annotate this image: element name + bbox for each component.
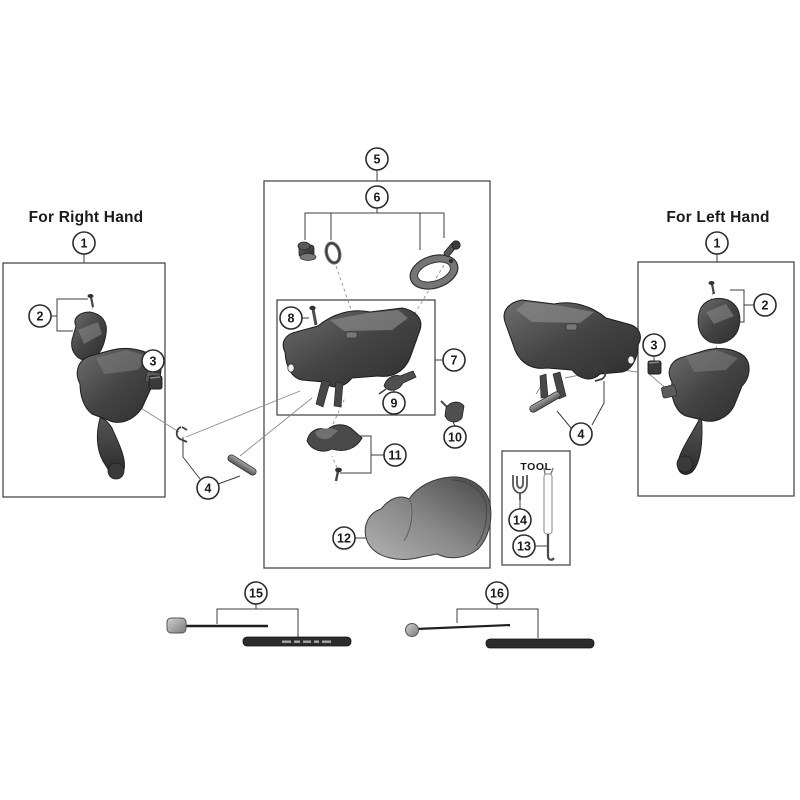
snap-clip-icon [175,426,188,443]
clamp-screw-icon [443,240,461,257]
callout-7: 7 [442,348,466,372]
shifter-cover-icon [71,311,107,361]
pivot-axle-pin-icon [529,391,561,413]
fork-tool-icon [512,475,528,500]
callout-left-3: 3 [642,333,666,357]
shift-lever-icon [440,400,465,423]
shift-outer-casing [485,638,595,649]
svg-text:4: 4 [205,482,212,496]
callout-right-3: 3 [141,349,165,373]
brake-lever-blade-icon [96,417,125,480]
shift-inner-cable [415,623,511,631]
brake-cable-set [166,617,352,647]
cable-hook-cover-icon [148,375,163,390]
snap-clip-icon [594,366,607,382]
screw-icon [708,281,716,295]
svg-text:2: 2 [762,299,769,313]
mid-bracket-body-icon [503,299,641,400]
callout-5: 5 [365,147,389,171]
svg-text:16: 16 [490,587,504,601]
right-hand-lever-assembly [71,294,162,480]
left-hand-group-box [637,261,795,497]
main-bracket-assembly [282,305,422,408]
clamp-band-icon [409,254,459,290]
o-ring-icon [324,241,342,265]
shifter-cover-icon [697,297,741,344]
rubber-hood-icon [364,476,492,560]
pivot-axle-pin-icon [227,454,257,476]
svg-text:14: 14 [513,514,527,528]
callout-11: 11 [383,443,407,467]
lever-body-icon [661,348,750,422]
svg-text:2: 2 [37,310,44,324]
svg-text:3: 3 [651,339,658,353]
cap-nut-icon [297,241,317,261]
release-lever-icon [378,370,417,395]
callout-right-4: 4 [196,476,220,500]
svg-text:5: 5 [374,153,381,167]
svg-text:9: 9 [391,397,398,411]
svg-text:13: 13 [517,540,531,554]
svg-text:3: 3 [150,355,157,369]
svg-text:15: 15 [249,587,263,601]
inner-assembly-box [276,299,436,416]
bracket-body-icon [282,307,422,408]
left-hand-lever-assembly [661,281,750,475]
callout-14: 14 [508,508,532,532]
brake-lever-blade-icon [676,417,703,475]
screw-icon [87,294,95,308]
callout-9: 9 [382,391,406,415]
pivot-pin-icon [309,305,318,326]
callout-leader-lines [51,170,754,638]
right-hand-title: For Right Hand [29,209,144,226]
svg-text:8: 8 [288,312,295,326]
top-cover-plate-icon [306,424,363,452]
callout-13: 13 [512,534,536,558]
svg-text:6: 6 [374,191,381,205]
callout-15: 15 [244,581,268,605]
callout-right-1: 1 [72,231,96,255]
callout-16: 16 [485,581,509,605]
svg-text:12: 12 [337,532,351,546]
shift-cable-set [405,623,595,649]
mount-hardware-group [297,240,461,290]
callout-8: 8 [279,306,303,330]
callout-12: 12 [332,526,356,550]
callout-left-1: 1 [705,231,729,255]
casing-print-marks [282,640,331,643]
tool-box-label: TOOL [520,461,551,473]
cable-hook-cover-icon [647,360,662,375]
svg-text:7: 7 [451,354,458,368]
cover-screw-icon [334,467,342,482]
callout-left-2: 2 [753,293,777,317]
hex-wrench-tool-icon [543,467,555,561]
callout-left-4: 4 [569,422,593,446]
cable-barrel-end-icon [166,617,187,634]
callout-right-2: 2 [28,304,52,328]
svg-text:10: 10 [448,431,462,445]
callout-10: 10 [443,425,467,449]
svg-text:11: 11 [388,449,401,463]
svg-text:4: 4 [578,428,585,442]
tool-box [501,450,571,566]
cable-round-end-icon [405,623,419,637]
left-hand-title: For Left Hand [666,209,769,226]
svg-text:1: 1 [714,237,721,251]
svg-text:1: 1 [81,237,88,251]
callout-6: 6 [365,185,389,209]
